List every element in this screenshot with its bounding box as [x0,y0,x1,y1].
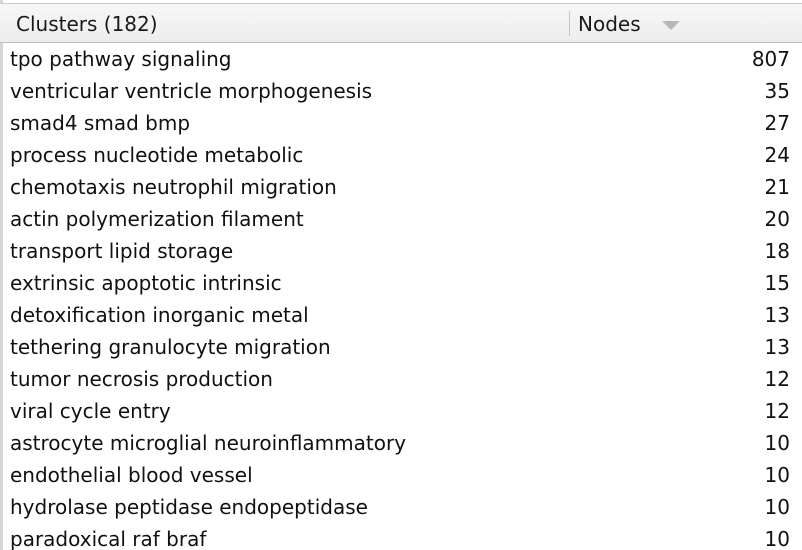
node-count: 10 [764,527,790,550]
table-row[interactable]: viral cycle entry 12 [0,395,802,427]
table-row[interactable]: tumor necrosis production 12 [0,363,802,395]
cluster-name: hydrolase peptidase endopeptidase [10,495,368,519]
table-row[interactable]: hydrolase peptidase endopeptidase 10 [0,491,802,523]
node-count: 807 [751,47,790,71]
column-divider[interactable] [569,11,570,36]
cluster-name: smad4 smad bmp [10,111,191,135]
table-row[interactable]: chemotaxis neutrophil migration 21 [0,171,802,203]
table-row[interactable]: astrocyte microglial neuroinflammatory 1… [0,427,802,459]
cluster-name: ventricular ventricle morphogenesis [10,79,373,103]
sort-descending-icon [662,21,680,30]
column-header-nodes-label: Nodes [578,12,641,36]
table-row[interactable]: paradoxical raf braf 10 [0,523,802,550]
node-count: 13 [764,335,790,359]
column-header-nodes[interactable]: Nodes [571,4,802,42]
table-body: tpo pathway signaling 807 ventricular ve… [0,43,802,550]
cluster-name: process nucleotide metabolic [10,143,304,167]
node-count: 12 [764,399,790,423]
table-row[interactable]: ventricular ventricle morphogenesis 35 [0,75,802,107]
cluster-name: detoxification inorganic metal [10,303,309,327]
node-count: 10 [764,431,790,455]
table-row[interactable]: smad4 smad bmp 27 [0,107,802,139]
table-row[interactable]: tethering granulocyte migration 13 [0,331,802,363]
table-row[interactable]: process nucleotide metabolic 24 [0,139,802,171]
table-row[interactable]: tpo pathway signaling 807 [0,43,802,75]
cluster-name: astrocyte microglial neuroinflammatory [10,431,407,455]
table-header: Clusters (182) Nodes [0,3,802,43]
cluster-name: tpo pathway signaling [10,47,232,71]
table-row[interactable]: extrinsic apoptotic intrinsic 15 [0,267,802,299]
node-count: 10 [764,463,790,487]
cluster-name: actin polymerization filament [10,207,304,231]
node-count: 18 [764,239,790,263]
table-row[interactable]: transport lipid storage 18 [0,235,802,267]
table-left-border [0,0,3,550]
cluster-name: transport lipid storage [10,239,234,263]
node-count: 12 [764,367,790,391]
node-count: 15 [764,271,790,295]
column-header-clusters[interactable]: Clusters (182) [16,12,158,36]
cluster-name: tethering granulocyte migration [10,335,331,359]
table-row[interactable]: endothelial blood vessel 10 [0,459,802,491]
node-count: 27 [764,111,790,135]
cluster-name: paradoxical raf braf [10,527,207,550]
cluster-name: extrinsic apoptotic intrinsic [10,271,282,295]
cluster-name: viral cycle entry [10,399,171,423]
node-count: 24 [764,143,790,167]
cluster-name: chemotaxis neutrophil migration [10,175,337,199]
node-count: 13 [764,303,790,327]
table-row[interactable]: actin polymerization filament 20 [0,203,802,235]
node-count: 20 [764,207,790,231]
table-row[interactable]: detoxification inorganic metal 13 [0,299,802,331]
cluster-name: tumor necrosis production [10,367,273,391]
cluster-name: endothelial blood vessel [10,463,253,487]
node-count: 10 [764,495,790,519]
node-count: 35 [764,79,790,103]
node-count: 21 [764,175,790,199]
